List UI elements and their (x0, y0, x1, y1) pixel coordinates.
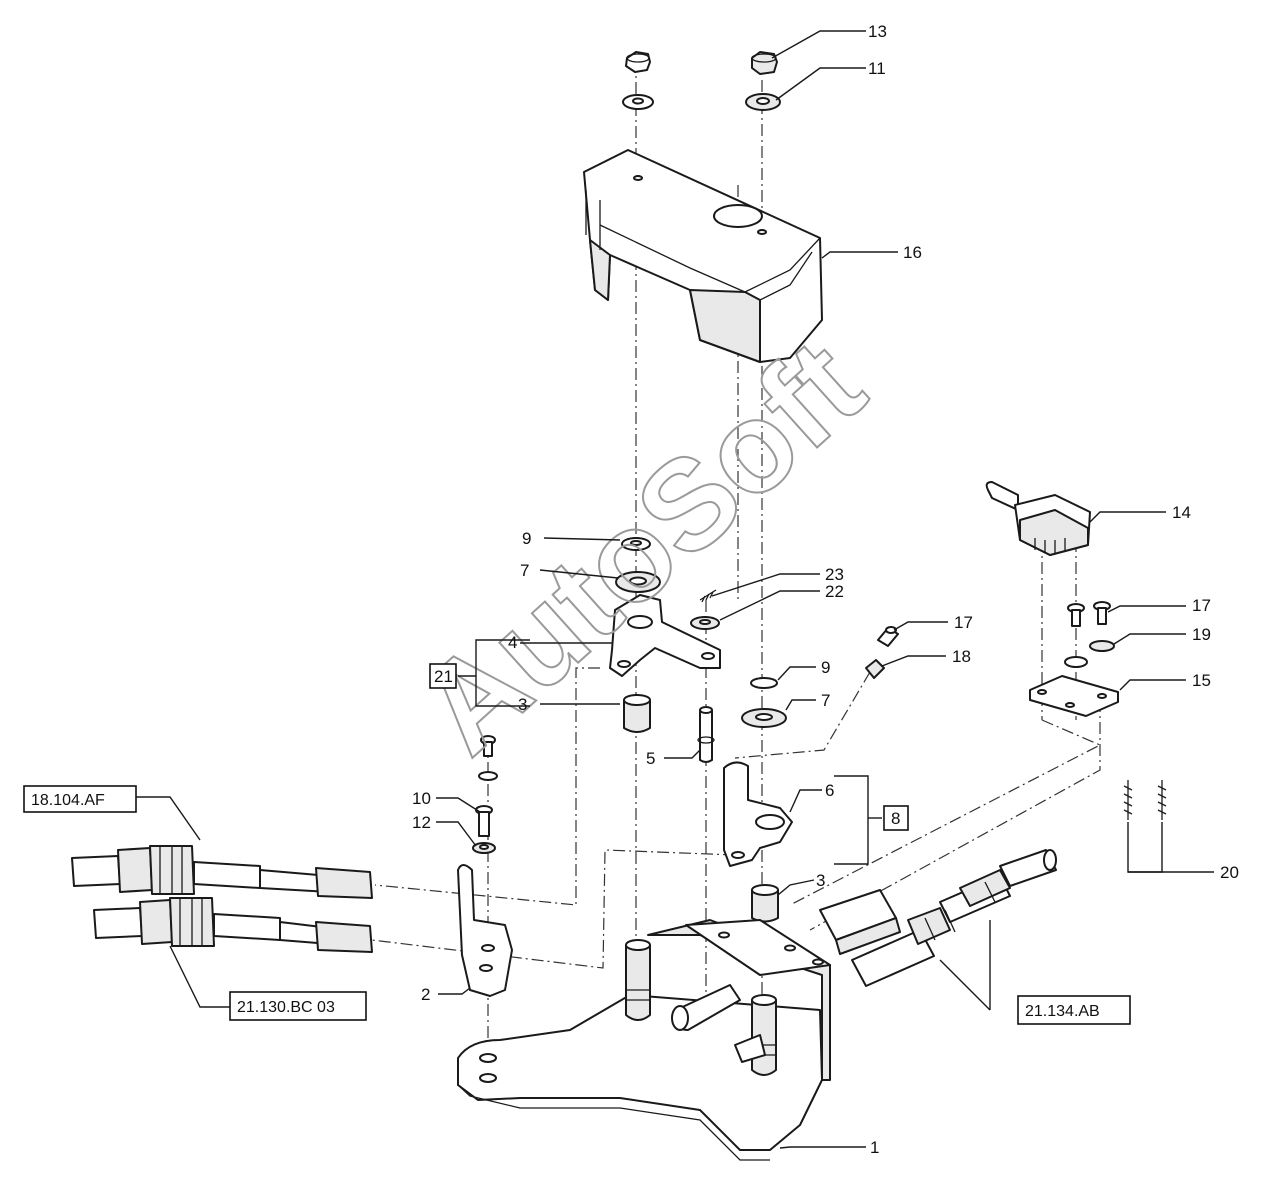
boxed-callout-8: 8 (883, 805, 909, 831)
callout-15: 15 (1192, 671, 1211, 690)
lever-arm (671, 984, 766, 1063)
nut-left-top (625, 51, 651, 73)
callout-2: 2 (421, 985, 430, 1004)
boxed-callout-21: 21 (429, 663, 457, 689)
lock-washer-9-upper (621, 537, 651, 551)
callout-17-right: 17 (1192, 596, 1211, 615)
svg-text:21.130.BC 03: 21.130.BC 03 (237, 999, 335, 1016)
svg-text:8: 8 (891, 809, 900, 828)
callout-9-lower: 9 (821, 658, 830, 677)
reference-18-104-af[interactable]: 18.104.AF (23, 785, 137, 813)
sensor-lower (93, 897, 373, 953)
svg-text:21.134.AB: 21.134.AB (1025, 1003, 1100, 1020)
switch-14 (985, 481, 1091, 556)
callout-11: 11 (868, 59, 886, 78)
lock-washer-left-top (622, 94, 654, 110)
callout-14: 14 (1172, 503, 1191, 522)
grease-fitting-17 (877, 626, 899, 647)
fitting-18 (865, 659, 885, 679)
callout-7-upper: 7 (520, 561, 529, 580)
callout-1: 1 (870, 1138, 879, 1157)
bushing-3-upper (623, 694, 651, 733)
bracket-15 (1029, 675, 1119, 717)
nut-13 (751, 51, 778, 75)
callout-13: 13 (868, 22, 887, 41)
callout-4: 4 (508, 633, 517, 652)
callout-18: 18 (952, 647, 971, 666)
bracket-2 (457, 864, 513, 997)
callout-numbers: 13 11 16 9 7 23 22 4 3 5 9 7 6 3 17 18 1… (412, 22, 1239, 1157)
lever-6 (723, 761, 793, 867)
bolt-left-upper (478, 735, 498, 781)
washer-22 (690, 616, 720, 630)
leader-lines (136, 30, 1214, 1149)
lever-4 (609, 594, 721, 677)
pin-5 (697, 706, 715, 763)
washer-7-upper (615, 571, 661, 593)
callout-19: 19 (1192, 625, 1211, 644)
lock-washer-9-lower (750, 677, 778, 689)
callout-12: 12 (412, 813, 431, 832)
callout-9-upper: 9 (522, 529, 531, 548)
callout-22: 22 (825, 582, 844, 601)
base-plate-1 (457, 919, 831, 1161)
callout-5: 5 (646, 749, 655, 768)
callout-3-upper: 3 (518, 695, 527, 714)
spring-23 (699, 589, 717, 603)
cylinders (819, 849, 1057, 987)
screws-20 (1123, 780, 1167, 820)
svg-text:18.104.AF: 18.104.AF (31, 792, 105, 809)
bushing-3-lower (751, 884, 779, 923)
callout-20: 20 (1220, 863, 1239, 882)
washer-7-lower (741, 708, 787, 728)
callout-16: 16 (903, 243, 922, 262)
callout-17-middle: 17 (954, 613, 973, 632)
cover-16 (583, 149, 823, 363)
post-right (751, 994, 777, 1076)
post-left (625, 939, 651, 1021)
washer-11 (745, 93, 781, 111)
callout-10: 10 (412, 789, 431, 808)
callout-6: 6 (825, 781, 834, 800)
sensor-upper (71, 845, 373, 899)
callout-7-lower: 7 (821, 691, 830, 710)
reference-21-130-bc-03[interactable]: 21.130.BC 03 (229, 991, 367, 1021)
washer-12 (472, 842, 496, 854)
svg-text:21: 21 (434, 667, 453, 686)
screw-17-right (1067, 601, 1111, 627)
callout-3-lower: 3 (816, 871, 825, 890)
washer-19 (1064, 640, 1115, 668)
reference-21-134-ab[interactable]: 21.134.AB (1017, 995, 1131, 1025)
callout-23: 23 (825, 565, 844, 584)
